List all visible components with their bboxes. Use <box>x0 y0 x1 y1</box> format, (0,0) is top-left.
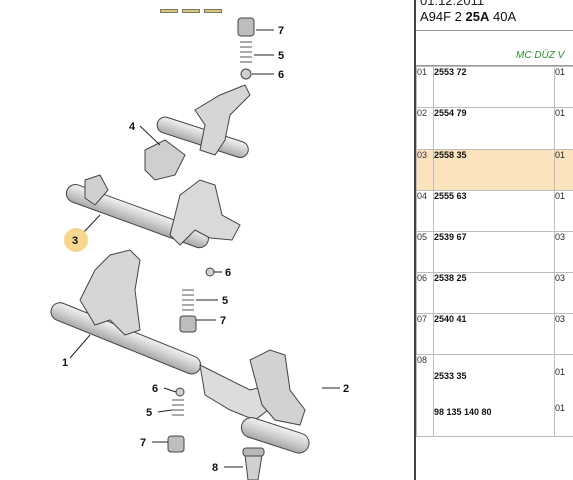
detent-pin-lower <box>167 387 185 453</box>
panel-divider <box>414 0 416 480</box>
part-quantity: 03 <box>554 313 573 355</box>
table-row[interactable]: 04 2555 63 01 <box>416 190 573 232</box>
part-quantity: 01 <box>554 107 573 150</box>
callout-label[interactable]: 4 <box>129 121 136 133</box>
part-quantity-cell: 01 01 <box>554 354 573 437</box>
model-suffix: 40A <box>493 9 517 24</box>
row-index: 01 <box>416 66 434 108</box>
part-8-pin <box>242 447 265 480</box>
part-reference-cell[interactable]: 2533 35 98 135 140 80 <box>433 354 555 437</box>
part-reference-alt[interactable]: 98 135 140 80 <box>434 407 492 417</box>
table-row[interactable]: 07 2540 41 03 <box>416 313 573 355</box>
part-4-shift-rail-upper <box>144 84 251 181</box>
part-1-shift-rail-lower <box>50 249 202 375</box>
callout-label[interactable]: 8 <box>212 462 218 474</box>
part-quantity: 01 <box>554 149 573 191</box>
column-header: MC DÜZ V <box>416 30 573 66</box>
parts-table: 01 2553 72 01 02 2554 79 01 03 2558 35 0… <box>416 66 573 437</box>
row-index: 04 <box>416 190 434 232</box>
table-row[interactable]: 01 2553 72 01 <box>416 66 573 108</box>
row-index: 07 <box>416 313 434 355</box>
part-reference[interactable]: 2558 35 <box>433 149 555 191</box>
callout-lines <box>69 29 340 468</box>
part-reference[interactable]: 2539 67 <box>433 231 555 273</box>
gearbox-model: A94F 2 25A 40A <box>420 9 516 24</box>
model-prefix: A94F 2 <box>420 9 462 24</box>
callout-label[interactable]: 3 <box>72 235 78 247</box>
part-3-shift-rail <box>65 174 241 249</box>
table-row[interactable]: 06 2538 25 03 <box>416 272 573 314</box>
catalog-date: 01.12.2011 <box>420 0 485 8</box>
part-reference[interactable]: 2540 41 <box>433 313 555 355</box>
part-reference[interactable]: 2533 35 <box>434 371 467 381</box>
column-title: MC DÜZ V <box>516 50 565 61</box>
callout-label[interactable]: 6 <box>278 69 284 81</box>
toolbar-button[interactable] <box>160 9 178 13</box>
part-reference[interactable]: 2538 25 <box>433 272 555 314</box>
toolbar-button[interactable] <box>204 9 222 13</box>
callout-label[interactable]: 2 <box>343 383 349 395</box>
part-quantity: 03 <box>554 272 573 314</box>
parts-diagram: 7 5 6 4 3 6 5 7 1 6 5 7 2 8 <box>50 17 349 480</box>
callout-label[interactable]: 7 <box>220 315 226 327</box>
callout-label[interactable]: 5 <box>146 407 152 419</box>
callout-label[interactable]: 6 <box>225 267 231 279</box>
parts-list-panel: 01.12.2011 A94F 2 25A 40A MC DÜZ V 01 25… <box>416 0 573 480</box>
model-bold: 25A <box>465 9 490 24</box>
row-index: 08 <box>416 354 434 437</box>
part-reference[interactable]: 2554 79 <box>433 107 555 150</box>
callout-highlight-marker <box>64 228 88 252</box>
table-row[interactable]: 02 2554 79 01 <box>416 107 573 150</box>
part-reference[interactable]: 2553 72 <box>433 66 555 108</box>
toolbar-button[interactable] <box>182 9 200 13</box>
table-row[interactable]: 05 2539 67 03 <box>416 231 573 273</box>
row-index: 02 <box>416 107 434 150</box>
part-reference[interactable]: 2555 63 <box>433 190 555 232</box>
detent-pin-upper <box>237 17 255 80</box>
table-row[interactable]: 08 2533 35 98 135 140 80 01 01 <box>416 354 573 437</box>
table-row-selected[interactable]: 03 2558 35 01 <box>416 149 573 191</box>
callout-label[interactable]: 7 <box>140 437 146 449</box>
callout-label[interactable]: 1 <box>62 357 68 369</box>
part-2-shift-fork <box>199 349 310 454</box>
callout-label[interactable]: 5 <box>278 50 284 62</box>
part-quantity: 01 <box>555 367 566 377</box>
row-index: 03 <box>416 149 434 191</box>
part-quantity-alt: 01 <box>555 403 566 413</box>
callout-label[interactable]: 7 <box>278 25 284 37</box>
part-quantity: 01 <box>554 66 573 108</box>
callout-label[interactable]: 6 <box>152 383 158 395</box>
part-quantity: 01 <box>554 190 573 232</box>
toolbar-fragment <box>160 0 230 13</box>
part-quantity: 03 <box>554 231 573 273</box>
row-index: 06 <box>416 272 434 314</box>
row-index: 05 <box>416 231 434 273</box>
callout-label[interactable]: 5 <box>222 295 228 307</box>
